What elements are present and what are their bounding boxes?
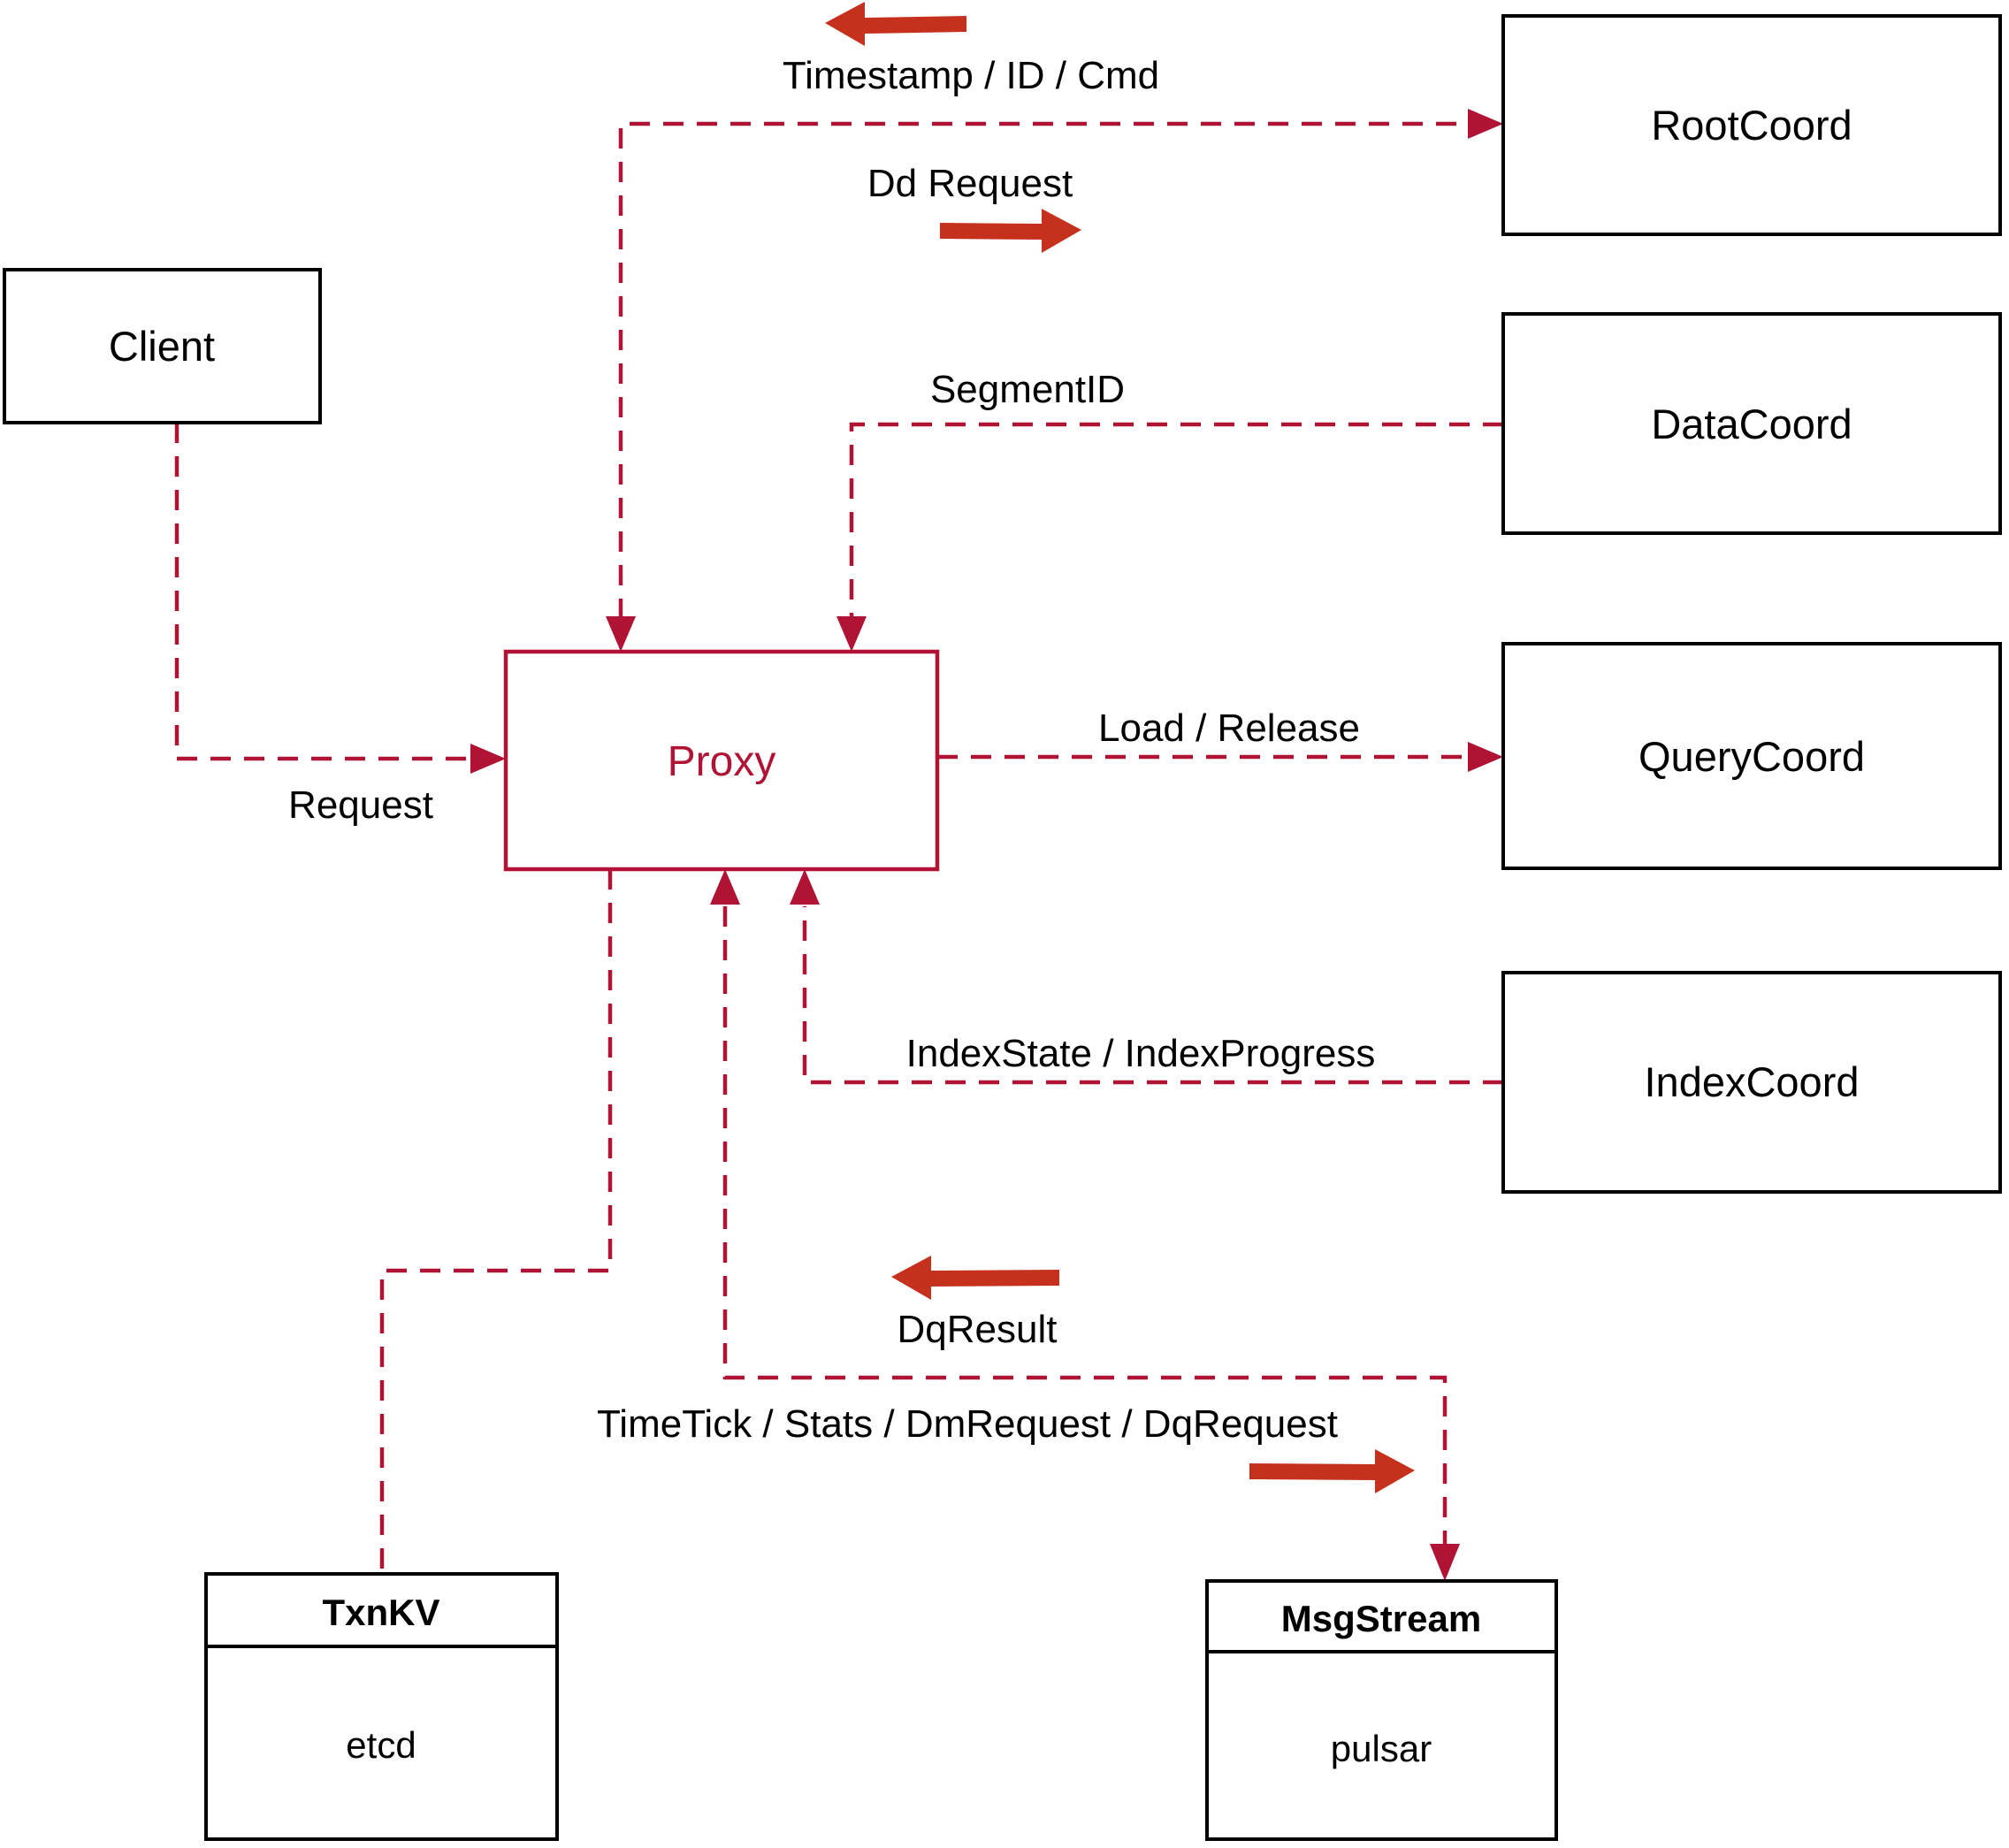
- edge-proxy-msgstream: [722, 906, 1448, 1546]
- msgstream-subtitle: pulsar: [1331, 1728, 1432, 1769]
- edge-label-dq-result: DqResult: [898, 1308, 1058, 1351]
- proxy-label: Proxy: [668, 738, 776, 785]
- edge-label-timestamp: Timestamp / ID / Cmd: [783, 54, 1159, 97]
- edge-label-dd-request: Dd Request: [867, 162, 1073, 205]
- txnkv-box: [204, 1572, 559, 1841]
- node-datacoord: DataCoord: [1501, 312, 2002, 535]
- node-indexcoord: IndexCoord: [1501, 971, 2002, 1194]
- node-rootcoord: RootCoord: [1501, 14, 2002, 236]
- edge-client-to-proxy: [174, 423, 474, 761]
- rootcoord-box: [1501, 14, 2002, 236]
- edge-label-timetick: TimeTick / Stats / DmRequest / DqRequest: [597, 1402, 1338, 1446]
- node-proxy: Proxy: [503, 649, 940, 872]
- client-label: Client: [109, 323, 215, 370]
- edge-label-load-release: Load / Release: [1098, 706, 1360, 750]
- arrowhead-into-rootcoord-icon: [1468, 109, 1503, 139]
- datacoord-box: [1501, 312, 2002, 535]
- proxy-box: [503, 649, 940, 872]
- txnkv-title: TxnKV: [322, 1592, 439, 1633]
- flow-arrow-right-timetick-icon: [1249, 1449, 1415, 1493]
- querycoord-label: QueryCoord: [1639, 733, 1865, 780]
- indexcoord-box: [1501, 971, 2002, 1194]
- edge-proxy-txnkv: [379, 869, 613, 1574]
- rootcoord-label: RootCoord: [1651, 102, 1852, 149]
- datacoord-label: DataCoord: [1651, 401, 1852, 447]
- flow-arrow-left-dqresult-icon: [891, 1256, 1059, 1300]
- edge-datacoord-to-proxy: [849, 422, 1503, 619]
- edge-proxy-rootcoord: [618, 121, 1466, 619]
- edge-label-request: Request: [288, 783, 433, 827]
- node-txnkv: TxnKV etcd: [204, 1572, 559, 1841]
- flow-arrow-right-dd-request-icon: [940, 209, 1081, 253]
- arrowhead-into-proxy-bottom-right-icon: [790, 869, 820, 905]
- arrowhead-into-msgstream-icon: [1430, 1544, 1460, 1581]
- arrowhead-into-proxy-top-left-icon: [606, 616, 636, 652]
- arrowhead-into-querycoord-icon: [1468, 742, 1503, 772]
- txnkv-subtitle: etcd: [346, 1724, 416, 1766]
- indexcoord-label: IndexCoord: [1645, 1058, 1860, 1105]
- arrowhead-into-proxy-left-icon: [470, 744, 506, 774]
- node-msgstream: MsgStream pulsar: [1205, 1579, 1558, 1841]
- arrowhead-into-proxy-bottom-left-icon: [710, 869, 740, 905]
- edge-label-segment-id: SegmentID: [930, 368, 1125, 411]
- edge-indexcoord-to-proxy: [802, 906, 1503, 1085]
- arrowhead-into-proxy-top-right-icon: [836, 616, 867, 652]
- msgstream-title: MsgStream: [1281, 1598, 1481, 1639]
- node-client: Client: [3, 268, 322, 424]
- querycoord-box: [1501, 642, 2002, 870]
- client-box: [3, 268, 322, 424]
- msgstream-box: [1205, 1579, 1558, 1841]
- flow-arrow-left-timestamp-icon: [825, 2, 966, 46]
- edge-label-index-state: IndexState / IndexProgress: [906, 1032, 1376, 1075]
- node-querycoord: QueryCoord: [1501, 642, 2002, 870]
